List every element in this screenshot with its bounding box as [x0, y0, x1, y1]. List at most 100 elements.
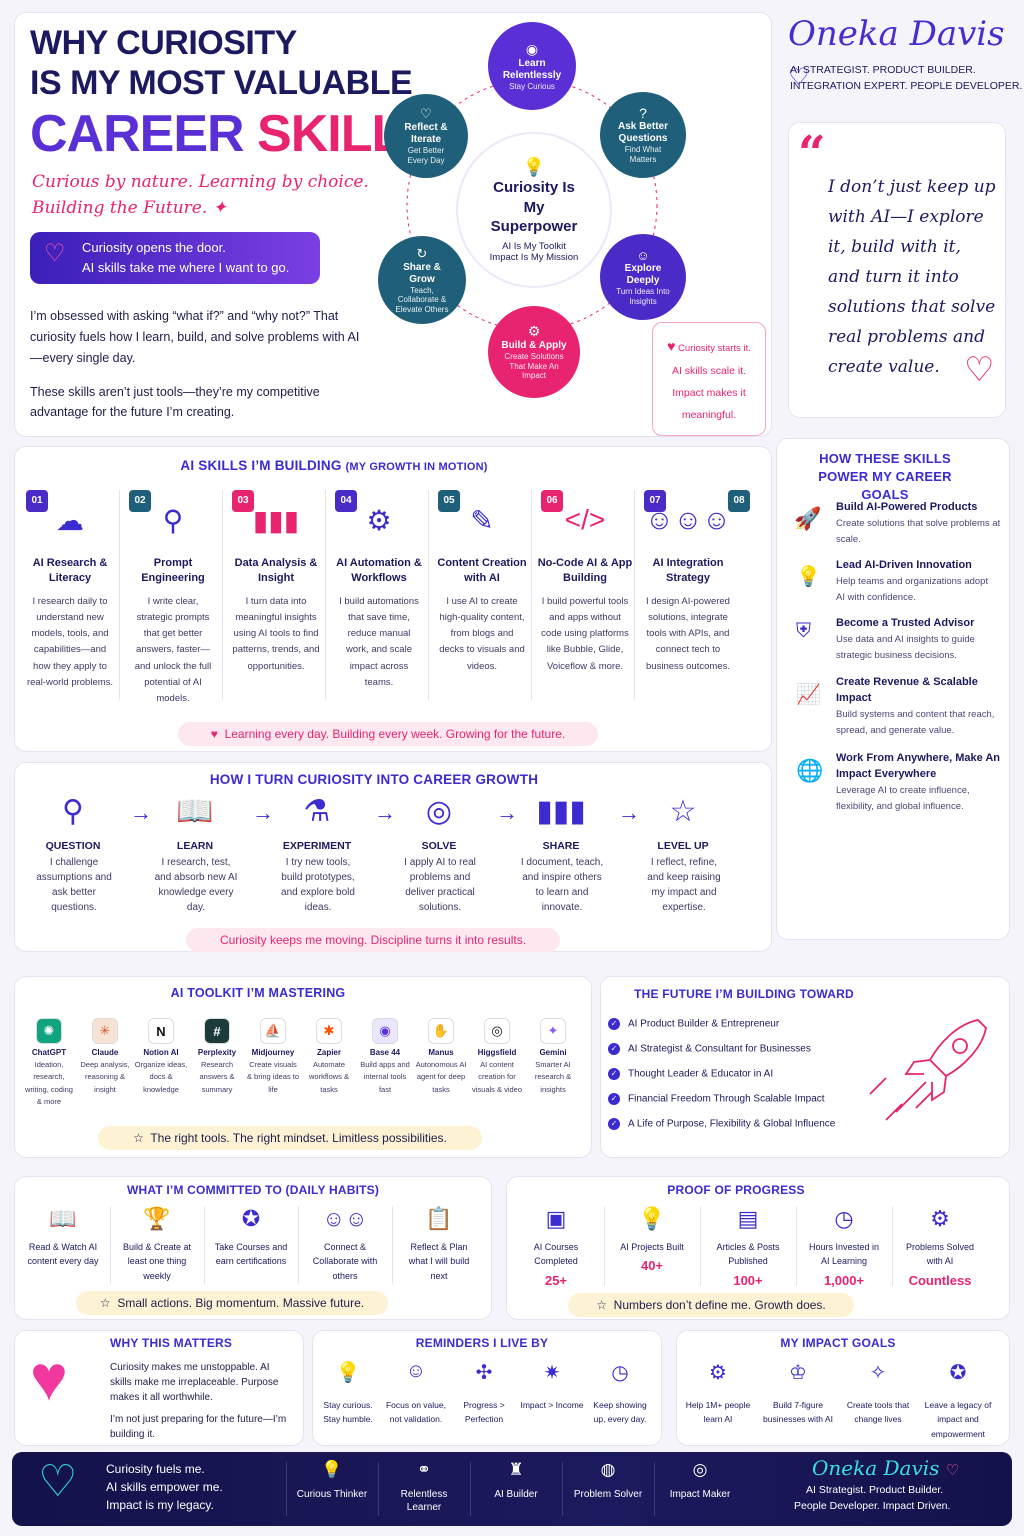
skills-heart-icon: ♥ — [210, 727, 218, 741]
bulb-icon: 💡 — [321, 1460, 343, 1479]
reminders-card — [312, 1330, 662, 1446]
step-heading: LEARN — [176, 840, 214, 852]
chatgpt-logo-icon: ✺ — [36, 1018, 62, 1044]
reminder-text: Keep showing up, every day. — [593, 1400, 647, 1425]
gemini-logo-icon: ✦ — [540, 1018, 566, 1044]
tagline-2-text: Building the Future. — [32, 198, 208, 218]
proof-value: 1,000+ — [823, 1272, 865, 1288]
check-icon: ✓ — [608, 1018, 620, 1030]
document-icon: ▤ — [737, 1206, 759, 1231]
check-icon: ✓ — [608, 1068, 620, 1080]
proof-label: AI Projects Built — [620, 1242, 684, 1252]
lightbulb-icon: 💡 — [638, 1206, 666, 1231]
gear-icon: ⚙ — [366, 505, 392, 536]
note-line1-text: Curiosity starts it. — [678, 343, 751, 354]
tool-desc: Organize ideas, docs & knowledge — [134, 1060, 188, 1094]
habits-star-icon: ☆ — [99, 1296, 111, 1310]
heart-hands-icon: ♡ — [420, 106, 432, 122]
proof-divider — [796, 1206, 797, 1286]
cycle-node-reflect: ♡ Reflect & Iterate Get Better Every Day — [384, 94, 468, 178]
tool-desc: Smarter AI research & insights — [534, 1060, 572, 1094]
node-learn-sub: Stay Curious — [509, 81, 555, 91]
proof-item: Problems Solved with AI Countless — [900, 1240, 980, 1292]
team-icon: ☺☺☺ — [645, 504, 731, 535]
habit-divider — [392, 1206, 393, 1284]
profile-name: Oneka Davis ♡ — [788, 14, 1024, 94]
proof-label: AI Courses Completed — [533, 1242, 579, 1267]
step-desc: I challenge assumptions and ask better q… — [36, 857, 112, 913]
career-goals-card — [776, 438, 1010, 940]
title-career: CAREER — [30, 105, 258, 163]
bar-chart-icon: ▮▮▮ — [252, 505, 300, 536]
check-icon: ✓ — [608, 1093, 620, 1105]
toolkit-footer: ☆ The right tools. The right mindset. Li… — [98, 1126, 482, 1150]
tool-desc: Create visuals & bring ideas to life — [246, 1060, 300, 1094]
impact-text: Help 1M+ people learn AI — [685, 1400, 751, 1425]
compass-icon: ✣ — [475, 1362, 493, 1384]
future-item-1-text: AI Product Builder & Entrepreneur — [628, 1018, 780, 1030]
skill-desc: I build powerful tools and apps without … — [541, 596, 629, 672]
skill-badge: 04 — [335, 490, 357, 512]
career-goals-title: HOW THESE SKILLS POWER MY CAREER GOALS — [818, 451, 952, 502]
tool-name: Claude — [91, 1048, 119, 1057]
proof-value: 25+ — [544, 1272, 568, 1288]
habits-title: WHAT I’M COMMITTED TO (DAILY HABITS) — [126, 1183, 380, 1197]
skill-badge: 05 — [438, 490, 460, 512]
tools-icon: ✧ — [869, 1362, 887, 1384]
tool-name: Notion AI — [143, 1048, 179, 1057]
proof-label: Problems Solved with AI — [905, 1242, 975, 1267]
step-desc: I reflect, refine, and keep raising my i… — [647, 857, 721, 913]
habit-text: Connect & Collaborate with others — [312, 1242, 378, 1281]
claude-logo-icon: ✳ — [92, 1018, 118, 1044]
proof-value: 100+ — [733, 1272, 763, 1288]
future-item-1: ✓ AI Product Builder & Entrepreneur — [608, 1018, 779, 1030]
big-heart-icon: ♥ — [30, 1342, 68, 1414]
target-icon: ◎ — [692, 1460, 708, 1479]
intro-paragraph-2: These skills aren’t just tools—they’re m… — [30, 385, 320, 419]
node-share-sub: Teach, Collaborate & Elevate Others — [395, 285, 449, 314]
quote-heart-icon: ♡ — [964, 351, 995, 389]
cycle-node-build: ⚙ Build & Apply Create Solutions That Ma… — [488, 306, 580, 398]
cycle-node-ask: ? Ask Better Questions Find What Matters — [600, 92, 686, 178]
note-line2: AI skills scale it. — [671, 365, 747, 377]
curiosity-banner: ♡ Curiosity opens the door. AI skills ta… — [30, 232, 320, 284]
gear-icon: ⚙ — [709, 1362, 727, 1384]
gear-icon: ⚙ — [527, 323, 541, 340]
tool-name: Perplexity — [197, 1048, 237, 1057]
cycle-center-sub1: AI Is My Toolkit — [502, 240, 566, 252]
skill-divider — [119, 490, 120, 700]
pencil-icon: ✎ — [470, 505, 494, 536]
tool-desc: Research answers & summary — [199, 1060, 235, 1094]
flask-icon: ⚗ — [303, 795, 331, 828]
skill-title: AI Automation & Workflows — [336, 557, 422, 584]
brain-icon: ◉ — [525, 40, 539, 57]
step-heading: SHARE — [542, 840, 580, 852]
certificate-icon: ✪ — [241, 1206, 261, 1231]
proof-divider — [604, 1206, 605, 1286]
proof-label: Hours Invested in AI Learning — [808, 1242, 880, 1267]
skills-title-main: AI SKILLS I’M BUILDING — [180, 458, 342, 473]
proof-item: AI Courses Completed 25+ — [516, 1240, 596, 1292]
why-card — [14, 1330, 304, 1446]
goal-1-desc: Create solutions that solve problems at … — [836, 517, 1001, 545]
award-icon: ✪ — [949, 1362, 967, 1384]
footer-identity: Relentless Learner — [400, 1489, 448, 1513]
proof-value: Countless — [908, 1272, 972, 1288]
habit-text: Build & Create at least one thing weekly — [122, 1242, 192, 1281]
skill-title: Data Analysis & Insight — [234, 557, 318, 584]
goal-5-title: Work From Anywhere, Make An Impact Every… — [836, 752, 1001, 780]
bar-chart-icon: ▮▮▮ — [536, 795, 586, 828]
future-item-5: ✓A Life of Purpose, Flexibility & Global… — [608, 1118, 835, 1130]
cycle-node-share: ↻ Share & Grow Teach, Collaborate & Elev… — [378, 236, 466, 324]
skill-desc: I design AI-powered solutions, integrate… — [646, 596, 730, 672]
note-line1: ♥ Curiosity starts it. — [653, 335, 765, 360]
step-desc: I apply AI to real problems and deliver … — [404, 857, 476, 913]
people-icon: ☺ — [636, 247, 650, 263]
lightbulb-icon: 💡 — [796, 566, 821, 588]
quote-card — [788, 122, 1006, 418]
impact-text: Create tools that change lives — [846, 1400, 910, 1425]
